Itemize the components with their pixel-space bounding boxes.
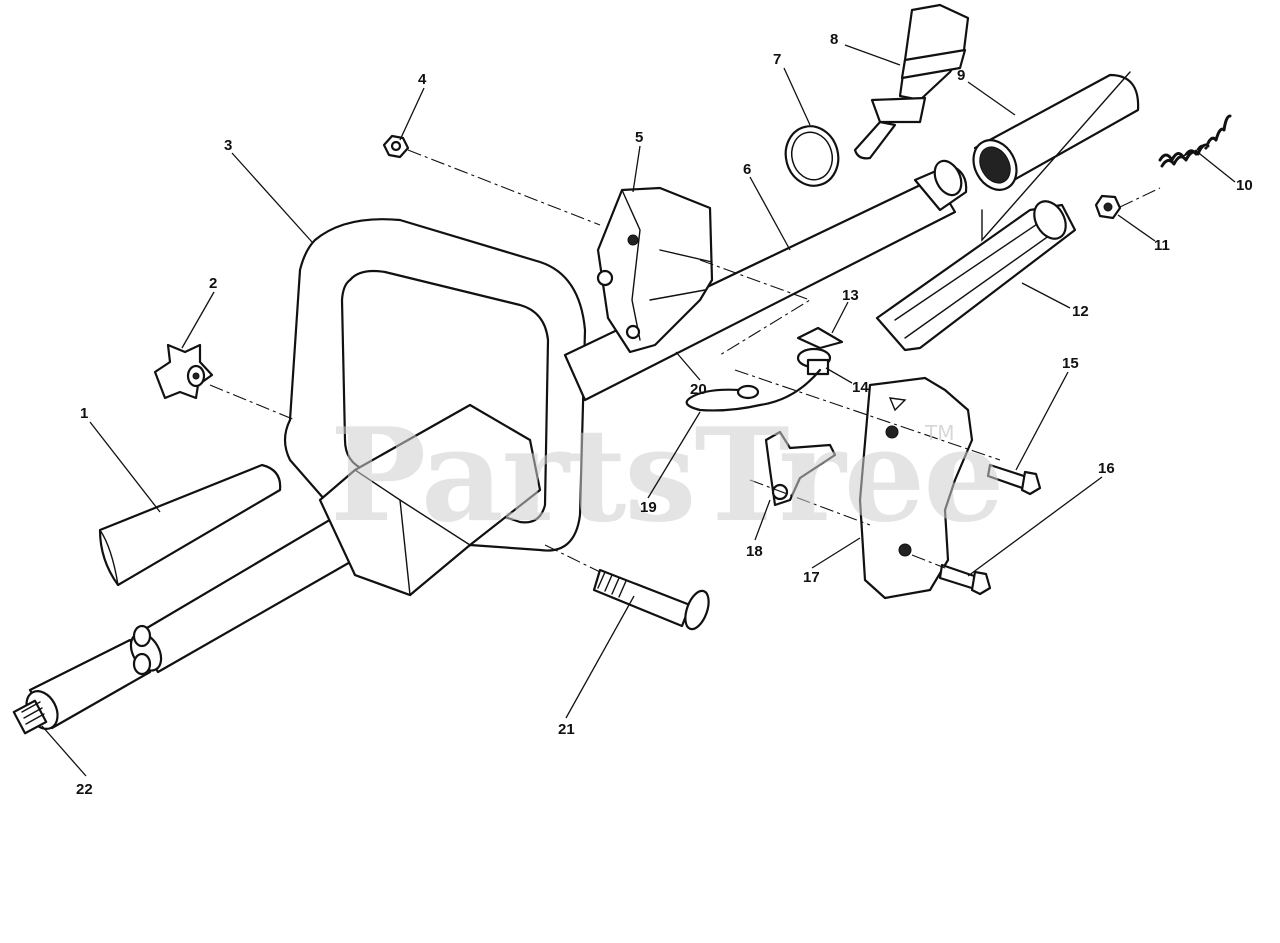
callout-13: 13 bbox=[842, 287, 859, 304]
callout-15: 15 bbox=[1062, 355, 1079, 372]
callout-9: 9 bbox=[957, 67, 965, 84]
watermark: PartsTree TM bbox=[330, 401, 1005, 551]
watermark-trademark: TM bbox=[924, 421, 954, 445]
part-6-upper-tube bbox=[563, 159, 968, 402]
callout-7: 7 bbox=[773, 51, 781, 68]
callout-14: 14 bbox=[852, 379, 869, 396]
callout-10: 10 bbox=[1236, 177, 1253, 194]
lower-shaft-tube bbox=[129, 503, 382, 676]
part-21-bolt bbox=[592, 568, 710, 631]
part-15-screw bbox=[986, 463, 1042, 496]
part-17-side-plate bbox=[858, 376, 974, 600]
callout-8: 8 bbox=[830, 31, 838, 48]
part-10-spring bbox=[1158, 114, 1232, 168]
callout-19: 19 bbox=[640, 499, 657, 516]
callout-labels: 1 2 3 4 5 6 7 8 9 10 11 12 13 14 15 16 1… bbox=[76, 31, 1253, 798]
callout-22: 22 bbox=[76, 781, 93, 798]
part-9-grip-sleeve bbox=[972, 71, 1140, 242]
part-8-shoulder-strap bbox=[853, 3, 970, 160]
callout-2: 2 bbox=[209, 275, 217, 292]
callout-11: 11 bbox=[1154, 237, 1170, 254]
callout-20: 20 bbox=[690, 381, 707, 398]
part-11-nut bbox=[1094, 194, 1122, 220]
part-19-ground-wire bbox=[685, 368, 822, 412]
part-5-bracket bbox=[596, 186, 714, 354]
leader-lines bbox=[41, 44, 1236, 777]
part-22-drive-shaft-end bbox=[12, 638, 152, 735]
callout-16: 16 bbox=[1098, 460, 1115, 477]
callout-17: 17 bbox=[803, 569, 820, 586]
callout-1: 1 bbox=[80, 405, 88, 422]
part-13-switch-cap bbox=[796, 326, 844, 350]
callout-18: 18 bbox=[746, 543, 763, 560]
part-4-hex-nut bbox=[382, 134, 410, 159]
part-2-star-knob bbox=[153, 343, 214, 400]
callout-5: 5 bbox=[635, 129, 643, 146]
callout-21: 21 bbox=[558, 721, 575, 738]
callout-4: 4 bbox=[418, 71, 427, 88]
part-12-throttle-housing bbox=[875, 200, 1077, 352]
watermark-text: PartsTree bbox=[330, 401, 1003, 551]
part-7-o-ring bbox=[784, 125, 840, 187]
part-16-screw bbox=[938, 563, 992, 596]
part-18-throttle-trigger bbox=[764, 430, 837, 507]
callout-6: 6 bbox=[743, 161, 751, 178]
part-14-switch bbox=[796, 347, 832, 376]
assembly-center-lines bbox=[209, 149, 1161, 573]
part-3-loop-handle bbox=[283, 218, 587, 597]
callout-3: 3 bbox=[224, 137, 232, 154]
callout-12: 12 bbox=[1072, 303, 1089, 320]
part-1-shaft-cover bbox=[98, 463, 282, 587]
